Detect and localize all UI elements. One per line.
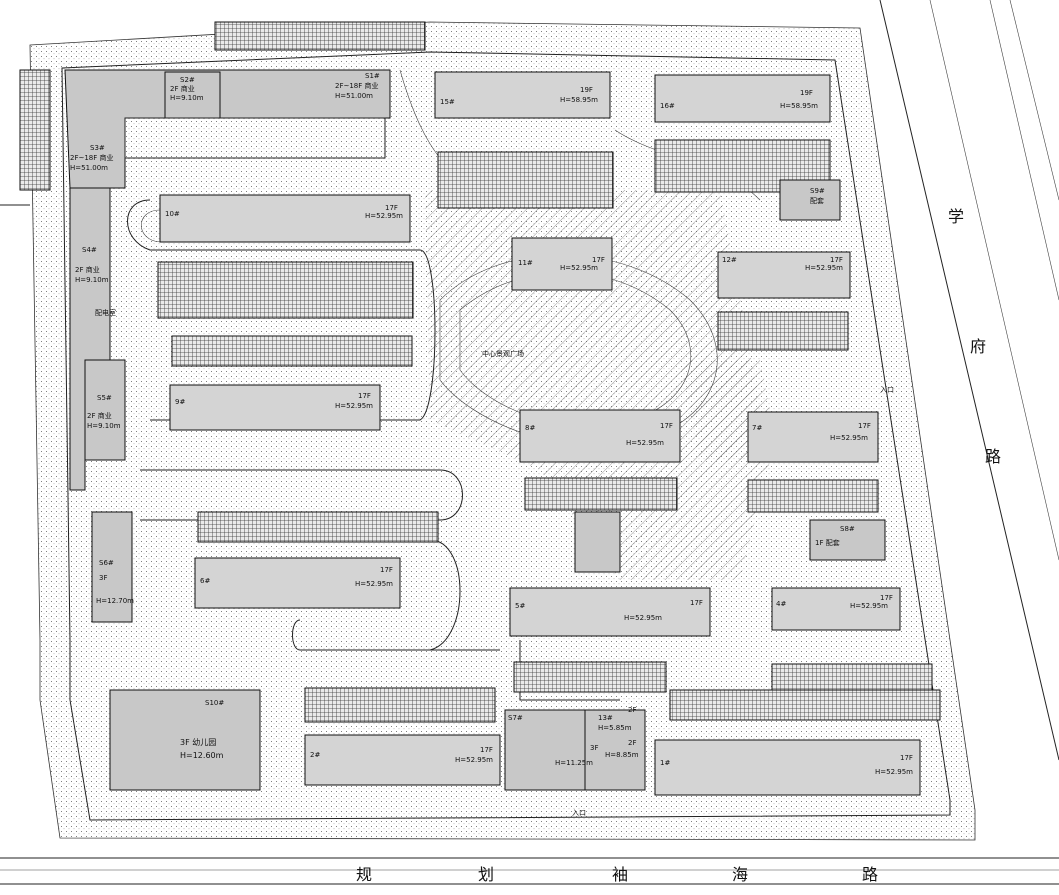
s5-floors: 2F 商业: [87, 411, 112, 420]
road-char-south-2: 划: [478, 865, 494, 884]
r1-floors: 17F: [900, 754, 913, 762]
r5-id: 5#: [515, 602, 525, 610]
s6-floors: 3F: [99, 574, 107, 582]
s7-floors: 3F: [590, 744, 598, 752]
s5-id: S5#: [97, 394, 112, 402]
r2-floors: 17F: [480, 746, 493, 754]
r9-floors: 17F: [358, 392, 371, 400]
r6-height: H=52.95m: [355, 580, 393, 588]
s8-id: S8#: [840, 525, 855, 533]
r13-floors: 2F: [628, 706, 636, 714]
road-char-east-3: 路: [985, 447, 1001, 466]
r8-id: 8#: [525, 424, 535, 432]
r15-floors: 19F: [580, 86, 593, 94]
s2-floors: 2F 商业: [170, 84, 195, 93]
s10-id: S10#: [205, 699, 224, 707]
road-name-south: 规 划 袖 海 路: [356, 865, 878, 884]
r4-height: H=52.95m: [850, 602, 888, 610]
building-labels: S2# 2F 商业 H=9.10m S1# 2F~18F 商业 H=51.00m…: [70, 72, 913, 817]
gate-label: 配电室: [95, 308, 116, 317]
r16-height: H=58.95m: [780, 102, 818, 110]
r11-floors: 17F: [592, 256, 605, 264]
road-char-south-3: 袖: [612, 865, 628, 884]
r4-id: 4#: [776, 600, 786, 608]
s5-height: H=9.10m: [87, 422, 121, 430]
s3-height: H=51.00m: [70, 164, 108, 172]
s7-height: H=11.25m: [555, 759, 593, 767]
r13-id: 13#: [598, 714, 613, 722]
r7-height: H=52.95m: [830, 434, 868, 442]
r14-floors: 2F: [628, 739, 636, 747]
r16-id: 16#: [660, 102, 675, 110]
r2-id: 2#: [310, 751, 320, 759]
r1-id: 1#: [660, 759, 670, 767]
s1-floors: 2F~18F 商业: [335, 81, 379, 90]
s10-floors: 3F 幼儿园: [180, 737, 216, 747]
r11-height: H=52.95m: [560, 264, 598, 272]
s2-height: H=9.10m: [170, 94, 204, 102]
s4-floors: 2F 商业: [75, 265, 100, 274]
s4-height: H=9.10m: [75, 276, 109, 284]
r13-height: H=5.85m: [598, 724, 632, 732]
s1-height: H=51.00m: [335, 92, 373, 100]
s4-id: S4#: [82, 246, 97, 254]
r12-id: 12#: [722, 256, 737, 264]
r9-id: 9#: [175, 398, 185, 406]
r7-id: 7#: [752, 424, 762, 432]
r6-id: 6#: [200, 577, 210, 585]
s10-height: H=12.60m: [180, 751, 224, 760]
s3-id: S3#: [90, 144, 105, 152]
r15-height: H=58.95m: [560, 96, 598, 104]
r11-id: 11#: [518, 259, 533, 267]
s2-id: S2#: [180, 76, 195, 84]
s3-floors: 2F~18F 商业: [70, 153, 114, 162]
entrance-label-south: 入口: [572, 809, 586, 817]
s7-id: S7#: [508, 714, 523, 722]
s9-id: S9#: [810, 187, 825, 195]
r7-floors: 17F: [858, 422, 871, 430]
r8-floors: 17F: [660, 422, 673, 430]
s6-id: S6#: [99, 559, 114, 567]
r12-floors: 17F: [830, 256, 843, 264]
road-char-south-5: 路: [862, 865, 878, 884]
r10-floors: 17F: [385, 204, 398, 212]
r4-floors: 17F: [880, 594, 893, 602]
s8-floors: 1F 配套: [815, 538, 840, 547]
s6-height: H=12.70m: [96, 597, 134, 605]
r5-floors: 17F: [690, 599, 703, 607]
road-char-south-1: 规: [356, 865, 372, 884]
r1-height: H=52.95m: [875, 768, 913, 776]
plaza-label: 中心景观广场: [482, 349, 524, 358]
s1-id: S1#: [365, 72, 380, 80]
r10-id: 10#: [165, 210, 180, 218]
r10-height: H=52.95m: [365, 212, 403, 220]
r16-floors: 19F: [800, 89, 813, 97]
r8-height: H=52.95m: [626, 439, 664, 447]
r15-id: 15#: [440, 98, 455, 106]
commercial-blocks: [64, 69, 886, 791]
residential-towers: [159, 71, 921, 796]
s9-floors: 配套: [810, 196, 824, 205]
r5-height: H=52.95m: [624, 614, 662, 622]
road-name-east: 学 府 路: [948, 207, 1001, 466]
road-char-south-4: 海: [732, 865, 748, 884]
entrance-label-east: 入口: [880, 386, 894, 394]
r2-height: H=52.95m: [455, 756, 493, 764]
r6-floors: 17F: [380, 566, 393, 574]
r14-height: H=8.85m: [605, 751, 639, 759]
road-char-east-2: 府: [970, 337, 986, 356]
r12-height: H=52.95m: [805, 264, 843, 272]
r9-height: H=52.95m: [335, 402, 373, 410]
road-char-east-1: 学: [948, 207, 964, 226]
